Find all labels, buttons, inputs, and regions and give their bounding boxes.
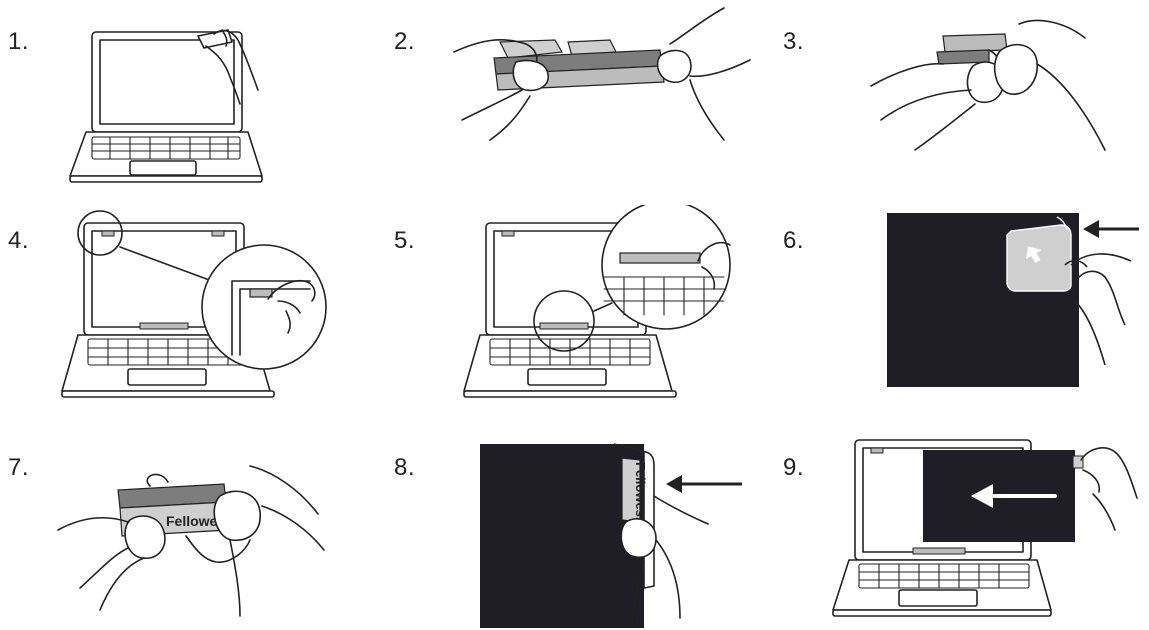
step-4-number: 4. <box>8 227 30 254</box>
step-2-number: 2. <box>394 28 416 55</box>
step-5: 5. <box>390 205 770 405</box>
tab-hold-icon: Fellowes. <box>57 465 325 617</box>
laptop-top-tab-apply-icon <box>61 210 327 398</box>
step-2: 2. <box>390 0 770 200</box>
step-7-number: 7. <box>8 454 30 481</box>
laptop-filter-slide-in-icon <box>832 439 1138 617</box>
step-1: 1. <box>0 0 380 200</box>
brand-text: Fellowes. <box>166 513 229 529</box>
filter-liner-peel-icon <box>887 213 1139 387</box>
laptop-bottom-tab-apply-icon <box>463 205 731 398</box>
step-9-number: 9. <box>783 454 805 481</box>
step-3: 3. <box>775 0 1149 200</box>
filter-attach-tab-icon: Fellowes. <box>480 443 742 628</box>
tab-fold-icon <box>870 19 1106 151</box>
tape-strip-peel-icon <box>453 7 751 141</box>
step-5-number: 5. <box>394 227 416 254</box>
step-6-number: 6. <box>783 227 805 254</box>
step-7: 7. Fellowes. <box>0 410 380 630</box>
step-9: 9. <box>775 410 1149 630</box>
laptop-cleaning-screen-icon <box>69 29 263 183</box>
step-8-number: 8. <box>394 454 416 481</box>
step-1-number: 1. <box>8 28 30 55</box>
step-8: 8. Fellowes. <box>390 410 770 630</box>
step-3-number: 3. <box>783 28 805 55</box>
step-6: 6. <box>775 205 1149 405</box>
step-4: 4. <box>0 205 380 405</box>
brand-text-vertical: Fellowes. <box>633 462 648 521</box>
